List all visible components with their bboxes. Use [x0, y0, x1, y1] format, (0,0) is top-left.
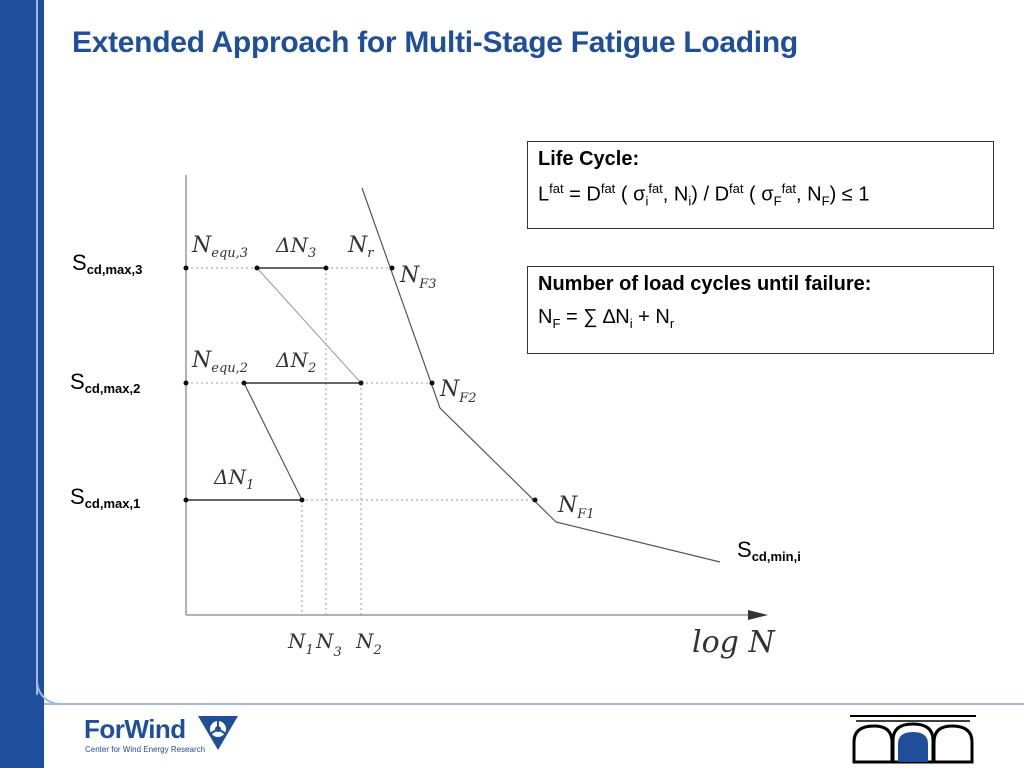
label-scd-max-1: Scd,max,1 — [70, 484, 140, 511]
point-nf3 — [389, 265, 395, 271]
point-nf2 — [429, 380, 435, 386]
forwind-logo-mark-icon — [198, 716, 238, 750]
point-n1 — [299, 497, 305, 503]
label-nequ2: Nequ,2 — [191, 348, 248, 376]
label-scd-max-2: Scd,max,2 — [70, 369, 140, 396]
point-n3 — [323, 265, 329, 271]
life-cycle-heading: Life Cycle: — [538, 148, 640, 170]
frame-line-vertical — [36, 0, 38, 695]
x-axis-label: log N — [692, 625, 776, 660]
forwind-logo-text: ForWind — [84, 714, 186, 744]
tick-n3: N3 — [315, 629, 342, 660]
label-nr: Nr — [347, 233, 374, 261]
life-cycle-box: Life Cycle: Lfat = Dfat ( σifat, Ni) / D… — [527, 141, 994, 229]
load-cycles-heading: Number of load cycles until failure: — [538, 273, 872, 295]
label-nequ3: Nequ,3 — [191, 233, 248, 261]
sn-curve — [361, 187, 721, 563]
transfer-line-2-to-3 — [256, 267, 362, 384]
tick-n2: N2 — [355, 629, 382, 658]
label-scd-min-i: Scd,min,i — [737, 537, 801, 564]
frame-line-horizontal — [44, 703, 1024, 705]
label-dn2: ΔN2 — [275, 348, 316, 376]
point-level3-start — [183, 265, 189, 271]
slide-title: Extended Approach for Multi-Stage Fatigu… — [72, 26, 798, 59]
x-axis-arrow — [748, 610, 768, 620]
point-nequ2 — [241, 380, 247, 386]
point-level1-start — [183, 497, 189, 503]
load-cycles-box: Number of load cycles until failure: NF … — [527, 266, 994, 354]
label-scd-max-3: Scd,max,3 — [72, 250, 142, 277]
point-nf1 — [532, 497, 538, 503]
forwind-logo-subtitle: Center for Wind Energy Research — [85, 745, 206, 754]
point-n2 — [358, 380, 364, 386]
label-dn1: ΔN1 — [213, 465, 254, 493]
label-nf3: NF3 — [399, 263, 437, 292]
load-cycles-formula: NF = ∑ ∆Ni + Nr — [538, 306, 675, 331]
university-logo-icon — [850, 715, 976, 764]
life-cycle-formula: Lfat = Dfat ( σifat, Ni) / Dfat ( σFfat,… — [538, 181, 870, 209]
transfer-line-1-to-2 — [243, 382, 303, 501]
fatigue-diagram: Nequ,3 ΔN3 Nr NF3 Nequ,2 ΔN2 NF2 ΔN1 NF1… — [70, 175, 801, 660]
point-level2-start — [183, 380, 189, 386]
tick-n1: N1 — [287, 629, 314, 658]
label-dn3: ΔN3 — [275, 233, 316, 261]
forwind-logo: ForWind Center for Wind Energy Research — [84, 714, 205, 754]
label-nf2: NF2 — [439, 377, 477, 406]
label-nf1: NF1 — [557, 493, 595, 522]
point-nequ3 — [254, 265, 260, 271]
